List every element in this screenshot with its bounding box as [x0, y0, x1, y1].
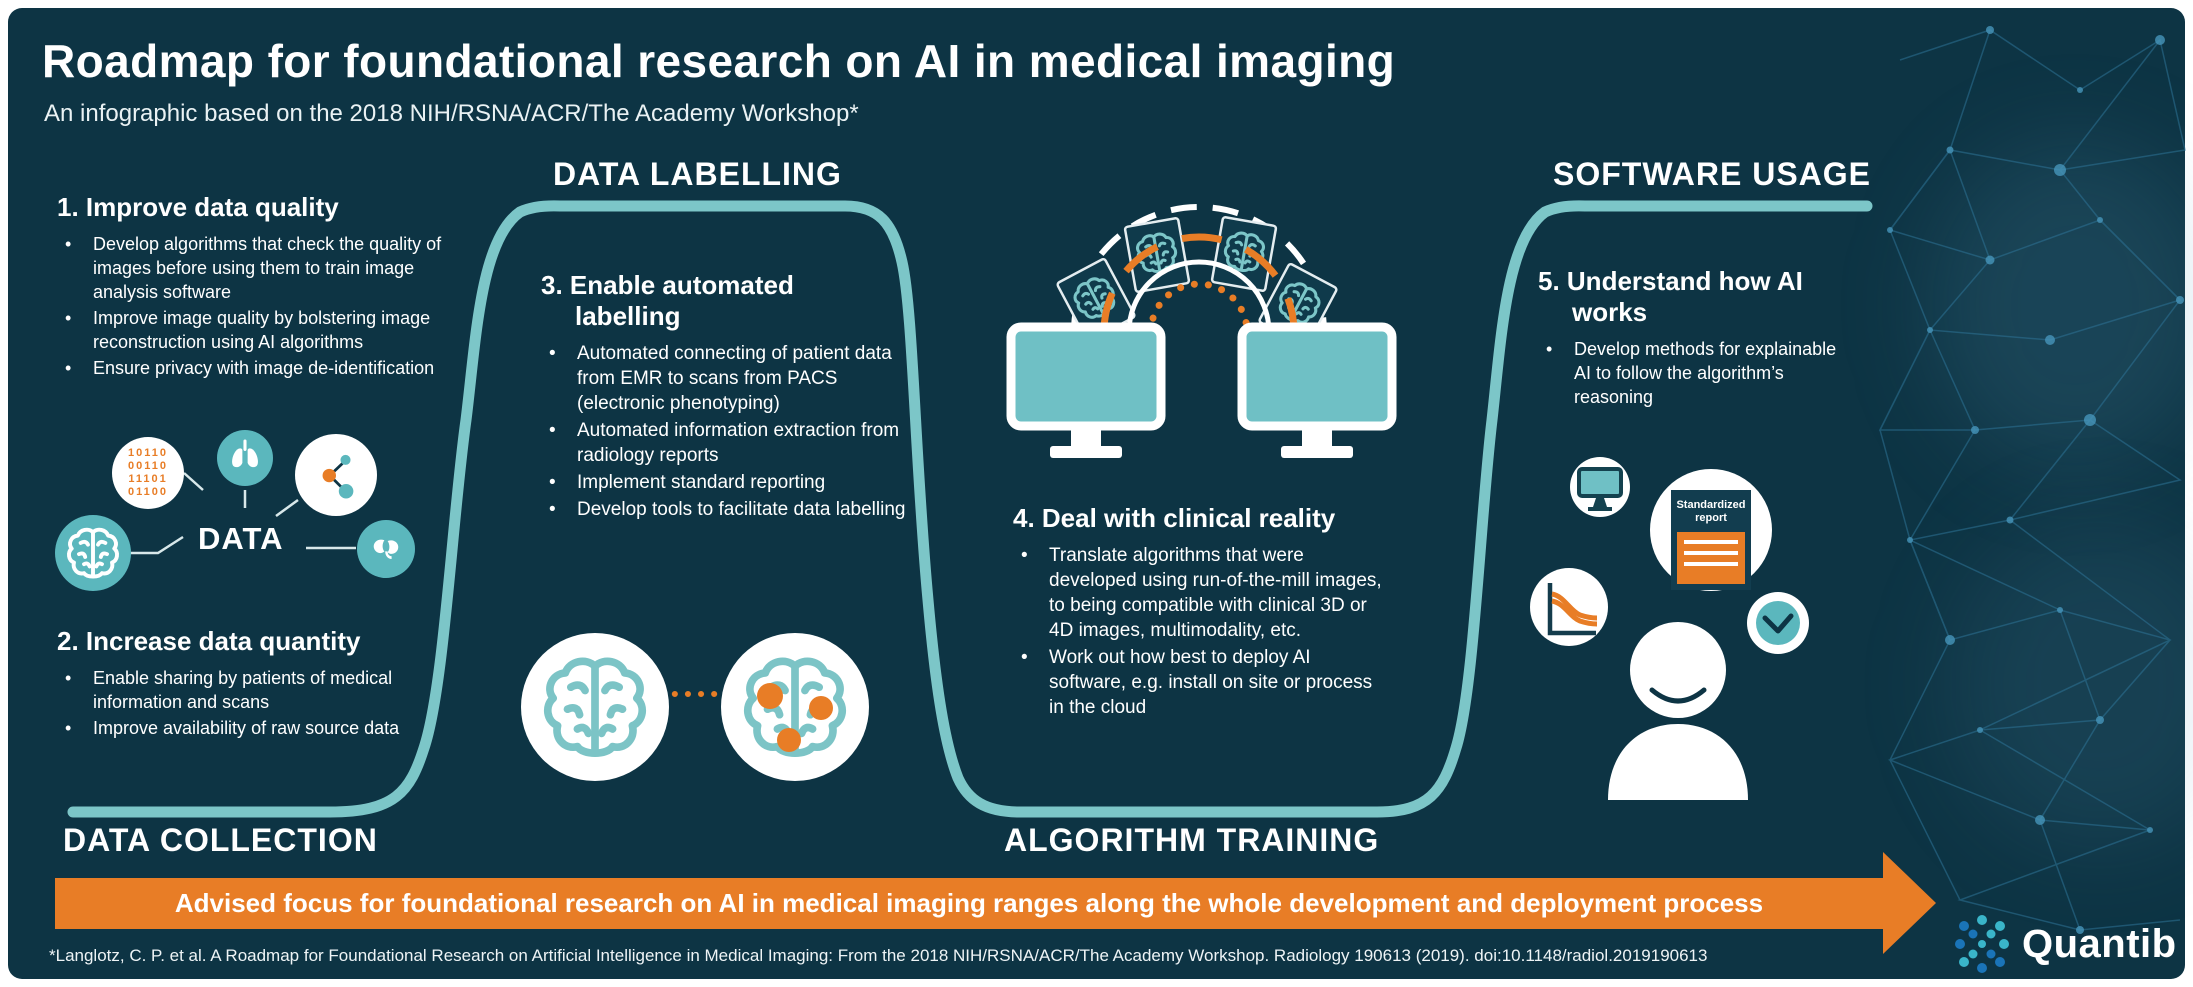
- bullet-item: Improve availability of raw source data: [57, 716, 407, 740]
- citation-text: *Langlotz, C. P. et al. A Roadmap for Fo…: [49, 946, 1708, 965]
- section-improve-data-quality: 1. Improve data quality Develop algorith…: [57, 192, 461, 382]
- bullet-item: Automated information extraction from ra…: [541, 418, 913, 468]
- section-heading: 3. Enable automated labelling: [541, 270, 794, 331]
- bullet-item: Develop tools to facilitate data labelli…: [541, 497, 913, 522]
- monitor-left-icon: [1006, 322, 1166, 458]
- bullet-item: Develop algorithms that check the qualit…: [57, 232, 461, 304]
- report-text-line: [1684, 540, 1738, 544]
- brain-icon: [55, 515, 131, 591]
- unlabelled-brain-icon: [521, 633, 669, 781]
- quantib-logo-mark: [1955, 915, 2009, 973]
- stage-label-algorithm-training: ALGORITHM TRAINING: [1004, 822, 1380, 858]
- person-icon: [1608, 622, 1748, 800]
- monitor-right-icon: [1237, 322, 1397, 458]
- arrow-head: [1883, 852, 1936, 954]
- bullet-item: Automated connecting of patient data fro…: [541, 341, 913, 416]
- report-title: Standardized report: [1676, 499, 1746, 524]
- network-plexus-decoration: [1878, 29, 2186, 931]
- brain-scan-card: [1123, 217, 1191, 293]
- section-increase-data-quantity: 2. Increase data quantity Enable sharing…: [57, 626, 407, 742]
- bullet-item: Implement standard reporting: [541, 470, 913, 495]
- report-text-line: [1684, 562, 1738, 566]
- section-bullet-list: Translate algorithms that were developed…: [1013, 543, 1385, 720]
- kidneys-icon: [357, 520, 415, 578]
- advised-focus-arrow: Advised focus for foundational research …: [55, 878, 1883, 929]
- monitor-small-icon: [1570, 457, 1630, 517]
- bullet-item: Improve image quality by bolstering imag…: [57, 306, 461, 354]
- lungs-icon: [217, 430, 273, 486]
- stage-label-data-collection: DATA COLLECTION: [63, 822, 378, 858]
- roadmap-path: [67, 200, 1873, 818]
- stage-label-software-usage: SOFTWARE USAGE: [1553, 156, 1872, 192]
- data-label: DATA: [198, 521, 284, 556]
- binary-digits: 10110 00110 11101 01100: [128, 447, 168, 498]
- bullet-item: Ensure privacy with image de-identificat…: [57, 356, 461, 380]
- section-bullet-list: Enable sharing by patients of medical in…: [57, 666, 407, 740]
- background-glow: [1950, 520, 2193, 850]
- data-cluster-connectors: [128, 472, 356, 555]
- bullet-item: Translate algorithms that were developed…: [1013, 543, 1385, 643]
- bullet-item: Develop methods for explainable AI to fo…: [1538, 337, 1838, 409]
- background-glow: [1930, 140, 2193, 470]
- check-clock-icon: [1747, 592, 1809, 654]
- quantib-logo: Quantib: [1952, 912, 2177, 976]
- section-heading: 1. Improve data quality: [57, 192, 339, 222]
- chart-icon: [1530, 568, 1608, 646]
- quantib-logo-text: Quantib: [2022, 921, 2177, 966]
- report-body: [1677, 532, 1745, 584]
- bullet-item: Enable sharing by patients of medical in…: [57, 666, 407, 714]
- labelled-brain-icon: [721, 633, 869, 781]
- page-subtitle: An infographic based on the 2018 NIH/RSN…: [44, 100, 859, 127]
- section-heading: 5. Understand how AI works: [1538, 266, 1803, 327]
- advised-focus-text: Advised focus for foundational research …: [174, 888, 1764, 918]
- section-bullet-list: Automated connecting of patient data fro…: [541, 341, 913, 522]
- binary-data-icon: [112, 437, 184, 509]
- stage-label-data-labelling: DATA LABELLING: [553, 156, 842, 192]
- section-bullet-list: Develop algorithms that check the qualit…: [57, 232, 461, 380]
- section-understand-how-ai-works: 5. Understand how AI works Develop metho…: [1538, 266, 1838, 411]
- section-bullet-list: Develop methods for explainable AI to fo…: [1538, 337, 1838, 409]
- standardized-report-icon: Standardized report: [1671, 490, 1751, 590]
- bullet-item: Work out how best to deploy AI software,…: [1013, 645, 1385, 720]
- share-network-icon: [295, 434, 377, 516]
- section-deal-with-clinical-reality: 4. Deal with clinical reality Translate …: [1013, 503, 1385, 722]
- page-title: Roadmap for foundational research on AI …: [42, 35, 1396, 87]
- section-enable-automated-labelling: 3. Enable automated labelling Automated …: [541, 270, 913, 524]
- section-heading: 2. Increase data quantity: [57, 626, 361, 656]
- section-heading: 4. Deal with clinical reality: [1013, 503, 1336, 533]
- network-plexus-nodes: [1887, 26, 2184, 934]
- report-text-line: [1684, 551, 1738, 555]
- brain-scan-card: [1210, 216, 1278, 292]
